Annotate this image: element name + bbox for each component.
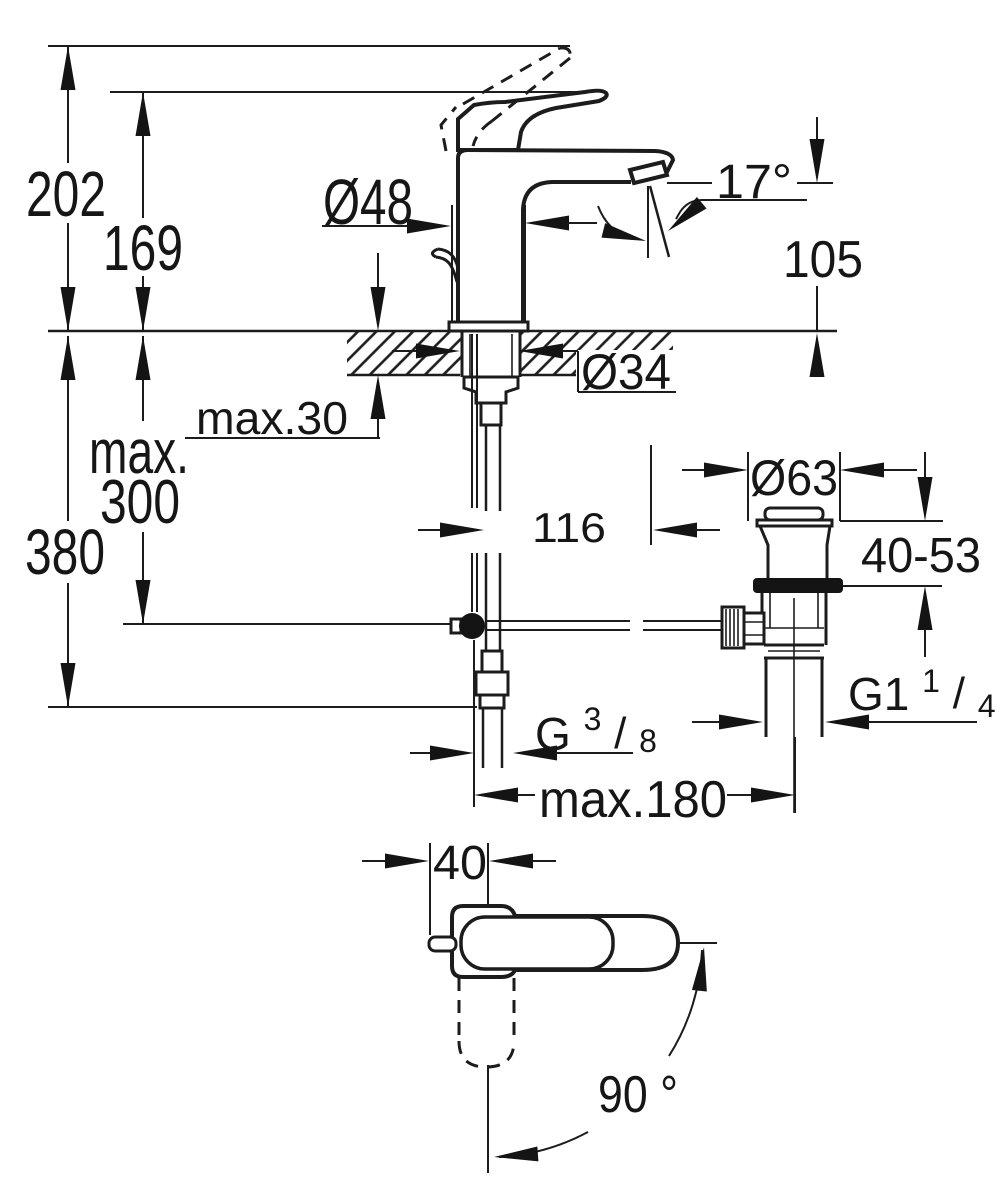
pop-up-knob bbox=[431, 247, 460, 283]
dimension-spout-outlet-height bbox=[809, 117, 825, 377]
dimension-max-hose-depth bbox=[135, 336, 151, 624]
dimension-max-reach bbox=[473, 640, 796, 813]
dim-label-below-deck-depth: 380 bbox=[25, 516, 105, 588]
base-plate bbox=[447, 320, 530, 333]
dim-label-handle-offset: 40 bbox=[433, 837, 487, 890]
dimension-swivel-angle bbox=[487, 942, 717, 1173]
supply-thread-slash: / bbox=[614, 709, 627, 758]
waste-thread-sub: 4 bbox=[978, 688, 996, 724]
dim-label-waste-thread: G1 1 / 4 bbox=[848, 650, 996, 724]
dimension-supply-thread bbox=[410, 745, 633, 761]
rod-ball-joint bbox=[459, 613, 485, 639]
mounting-shank bbox=[460, 331, 522, 427]
dim-label-max-hose-depth-2: 300 bbox=[100, 468, 180, 537]
dim-label-max-hose-depth-1: max. bbox=[89, 418, 189, 487]
dim-label-spout-angle: 17° bbox=[716, 156, 792, 209]
dim-label-swivel-angle: 90 ° bbox=[598, 1066, 678, 1124]
handle-plan-inner bbox=[459, 915, 615, 971]
dimension-waste-deck-range bbox=[840, 452, 943, 657]
dim-label-supply-thread: G 3 / 8 bbox=[535, 688, 657, 760]
handle-lever bbox=[456, 88, 609, 152]
reference-lines bbox=[48, 45, 837, 708]
waste-thread-slash: / bbox=[953, 669, 966, 718]
dim-label-hole-diameter: Ø34 bbox=[581, 344, 671, 400]
waste-thread-sup: 1 bbox=[922, 663, 940, 699]
dim-label-waste-deck-range: 40-53 bbox=[861, 529, 981, 583]
dim-label-height-to-lever: 169 bbox=[103, 212, 183, 284]
faucet-side-view bbox=[431, 46, 724, 768]
dim-label-waste-flange-diameter: Ø63 bbox=[750, 450, 838, 506]
dimension-waste-flange-diameter bbox=[682, 452, 917, 521]
handle-plan-rotated-dashed bbox=[457, 978, 516, 1069]
waste-plug-cap bbox=[763, 506, 825, 522]
spout-underside bbox=[521, 180, 631, 322]
dim-label-spout-outlet-height: 105 bbox=[783, 231, 863, 289]
limiter-pin bbox=[427, 935, 458, 953]
supply-thread-sub: 8 bbox=[639, 723, 657, 759]
handle-top-view bbox=[362, 843, 717, 1173]
faucet-body-outline bbox=[456, 147, 676, 322]
aerator bbox=[627, 159, 670, 186]
dimension-waste-thread bbox=[692, 714, 977, 730]
dim-label-rod-offset: 116 bbox=[532, 504, 606, 551]
rod-adjuster-knob bbox=[720, 605, 766, 650]
supply-thread-prefix: G bbox=[535, 708, 571, 760]
dimension-below-deck-depth bbox=[60, 336, 76, 707]
pop-up-rod-and-hose bbox=[449, 334, 724, 651]
dimension-hole-diameter bbox=[392, 343, 676, 393]
dimension-handle-offset bbox=[362, 843, 556, 935]
dimension-overall-height bbox=[60, 46, 76, 331]
supply-thread-sup: 3 bbox=[584, 701, 602, 737]
handle-lever-raised-dashed bbox=[439, 46, 572, 152]
dimension-max-deck-thickness bbox=[185, 253, 386, 439]
waste-gasket bbox=[753, 578, 843, 593]
dim-label-body-diameter: Ø48 bbox=[323, 166, 413, 238]
dimension-height-to-lever bbox=[135, 92, 151, 331]
dim-label-overall-height: 202 bbox=[26, 158, 106, 230]
waste-thread-prefix: G1 bbox=[848, 668, 909, 720]
dimension-spout-angle bbox=[597, 182, 833, 258]
dim-label-max-reach: max.180 bbox=[539, 771, 727, 829]
dim-label-max-deck-thickness: max.30 bbox=[196, 392, 348, 444]
supply-hose-connector bbox=[474, 649, 510, 768]
pop-up-waste-valve bbox=[720, 506, 843, 813]
deck-section bbox=[347, 331, 673, 377]
dimension-rod-offset bbox=[418, 445, 720, 545]
